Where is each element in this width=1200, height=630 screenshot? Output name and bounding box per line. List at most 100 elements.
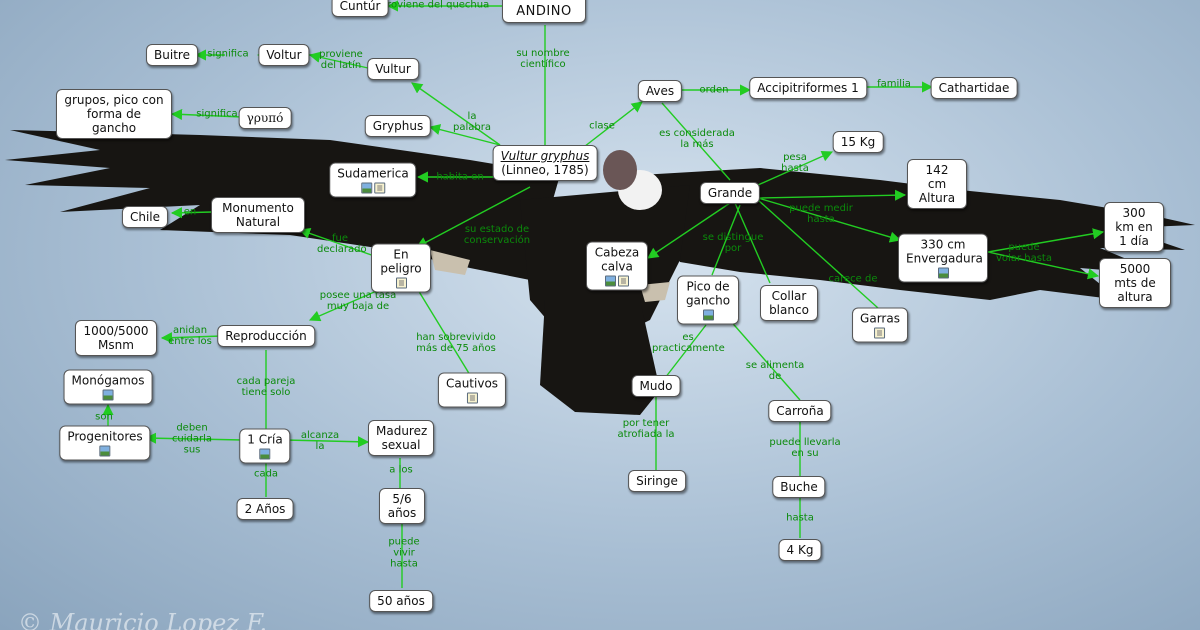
link-label-carece: carece de	[829, 274, 878, 285]
link-label-alimenta: se alimenta de	[745, 360, 805, 382]
concept-mudo[interactable]: Mudo	[632, 375, 681, 397]
concept-cuatro-kg[interactable]: 4 Kg	[779, 539, 822, 561]
image-resource-icon[interactable]	[361, 183, 372, 194]
concept-buche[interactable]: Buche	[772, 476, 825, 498]
concept-msnm[interactable]: 1000/5000 Msnm	[75, 320, 157, 356]
concept-sudamerica[interactable]: Sudamerica	[329, 163, 416, 198]
scientific-author: (Linneo, 1785)	[501, 163, 590, 177]
link-label-pesa: pesa hasta	[777, 152, 813, 174]
concept-envergadura[interactable]: 330 cm Envergadura	[898, 234, 988, 283]
link-label-practicamente: es practicamente	[652, 332, 724, 354]
concept-siringe[interactable]: Siringe	[628, 470, 686, 492]
concept-madurez-sexual[interactable]: Madurez sexual	[368, 420, 434, 456]
document-resource-icon[interactable]	[396, 278, 407, 289]
concept-cathartidae[interactable]: Cathartidae	[931, 77, 1018, 99]
link-label-familia: familia	[877, 79, 911, 90]
link-label-proviene-quechua: proviene del quechua	[381, 0, 489, 11]
link-label-vivir: puede vivir hasta	[378, 537, 430, 570]
concept-reproduccion[interactable]: Reproducción	[217, 325, 315, 347]
link-label-clase: clase	[589, 121, 615, 132]
concept-pico-gancho[interactable]: Pico de gancho	[677, 276, 739, 325]
concept-cabeza-calva[interactable]: Cabeza calva	[586, 242, 648, 291]
link-line	[415, 285, 470, 375]
link-label-alcanza: alcanza la	[298, 430, 342, 452]
link-label-posee: posee una tasa muy baja de	[310, 290, 406, 312]
concept-cinco-seis-anos[interactable]: 5/6 años	[379, 488, 425, 524]
concept-gryphus[interactable]: Gryphus	[365, 115, 431, 137]
scientific-name: Vultur gryphus	[501, 149, 590, 163]
document-resource-icon[interactable]	[618, 276, 629, 287]
link-label-declarado: fue declarado	[317, 233, 363, 255]
concept-cautivos[interactable]: Cautivos	[438, 373, 506, 408]
link-label-anidan: anidan entre los	[166, 325, 214, 347]
progenitores-label: Progenitores	[67, 430, 142, 444]
una-cria-label: 1 Cría	[247, 433, 282, 447]
concept-una-cria[interactable]: 1 Cría	[239, 429, 290, 464]
concept-velocidad[interactable]: 300 km en 1 día	[1104, 202, 1164, 252]
pico-gancho-label: Pico de gancho	[685, 280, 731, 308]
concept-altura-vuelo[interactable]: 5000 mts de altura	[1099, 258, 1171, 308]
cautivos-label: Cautivos	[446, 377, 498, 391]
link-label-distingue: se distingue por	[702, 232, 764, 254]
envergadura-label: 330 cm Envergadura	[906, 238, 980, 266]
concept-en-peligro[interactable]: En peligro	[371, 244, 431, 293]
concept-grupo-greek[interactable]: γρυπό	[239, 107, 292, 129]
concept-monogamos[interactable]: Monógamos	[64, 370, 153, 405]
link-label-sobrevivido: han sobrevivido más de 75 años	[416, 332, 496, 354]
link-label-considerada: es considerada la más	[657, 128, 737, 150]
concept-monumento-natural[interactable]: Monumento Natural	[211, 197, 305, 233]
concept-carrona[interactable]: Carroña	[768, 400, 831, 422]
image-resource-icon[interactable]	[259, 449, 270, 460]
link-label-son: son	[95, 412, 113, 423]
link-label-en-chile: en	[184, 207, 197, 218]
concept-vultur-gryphus[interactable]: Vultur gryphus (Linneo, 1785)	[493, 145, 598, 181]
concept-condor-andino[interactable]: CONDOR ANDINO	[502, 0, 586, 23]
sudamerica-label: Sudamerica	[337, 167, 408, 181]
concept-garras[interactable]: Garras	[852, 308, 908, 343]
image-resource-icon[interactable]	[605, 276, 616, 287]
document-resource-icon[interactable]	[374, 183, 385, 194]
link-label-a-los: a los	[389, 465, 412, 476]
concept-accipitriformes[interactable]: Accipitriformes 1	[749, 77, 867, 99]
monogamos-label: Monógamos	[72, 374, 145, 388]
image-resource-icon[interactable]	[103, 390, 114, 401]
link-label-estado: su estado de conservación	[461, 224, 533, 246]
link-label-puede-volar: puede volar hasta	[995, 242, 1053, 264]
link-label-cada: cada	[254, 469, 278, 480]
concept-aves[interactable]: Aves	[638, 80, 682, 102]
concept-vultur[interactable]: Vultur	[367, 58, 419, 80]
link-label-orden: orden	[700, 85, 729, 96]
link-line	[728, 318, 800, 400]
link-label-llevarla: puede llevarla en su	[769, 437, 841, 459]
link-label-nombre-cientifico: su nombre científico	[508, 48, 578, 70]
image-resource-icon[interactable]	[938, 268, 949, 279]
concept-cuntur[interactable]: Cuntúr	[332, 0, 389, 17]
concept-progenitores[interactable]: Progenitores	[59, 426, 150, 461]
concept-voltur[interactable]: Voltur	[258, 44, 309, 66]
image-resource-icon[interactable]	[703, 310, 714, 321]
document-resource-icon[interactable]	[466, 393, 477, 404]
concept-peso[interactable]: 15 Kg	[833, 131, 884, 153]
concept-chile[interactable]: Chile	[122, 206, 168, 228]
link-label-atrofiada: por tener atrofiada la	[617, 418, 675, 440]
link-label-significa-buitre: significa	[207, 49, 248, 60]
concept-cincuenta-anos[interactable]: 50 años	[369, 590, 433, 612]
cabeza-calva-label: Cabeza calva	[594, 246, 640, 274]
concept-grupos[interactable]: grupos, pico con forma de gancho	[56, 89, 172, 139]
link-label-cada-pareja: cada pareja tiene solo	[234, 376, 298, 398]
link-label-puede-medir: puede medir hasta	[787, 203, 855, 225]
garras-label: Garras	[860, 312, 900, 326]
concept-collar-blanco[interactable]: Collar blanco	[760, 285, 818, 321]
image-resource-icon[interactable]	[99, 446, 110, 457]
concept-buitre[interactable]: Buitre	[146, 44, 198, 66]
concept-altura[interactable]: 142 cm Altura	[907, 159, 967, 209]
document-resource-icon[interactable]	[874, 328, 885, 339]
link-label-habita: habita en	[436, 172, 483, 183]
photo-watermark: © Mauricio Lopez F.	[18, 609, 267, 630]
link-label-la-palabra: la palabra	[452, 111, 492, 133]
concept-grande[interactable]: Grande	[700, 182, 760, 204]
concept-dos-anos[interactable]: 2 Años	[237, 498, 294, 520]
link-label-hasta: hasta	[786, 513, 814, 524]
